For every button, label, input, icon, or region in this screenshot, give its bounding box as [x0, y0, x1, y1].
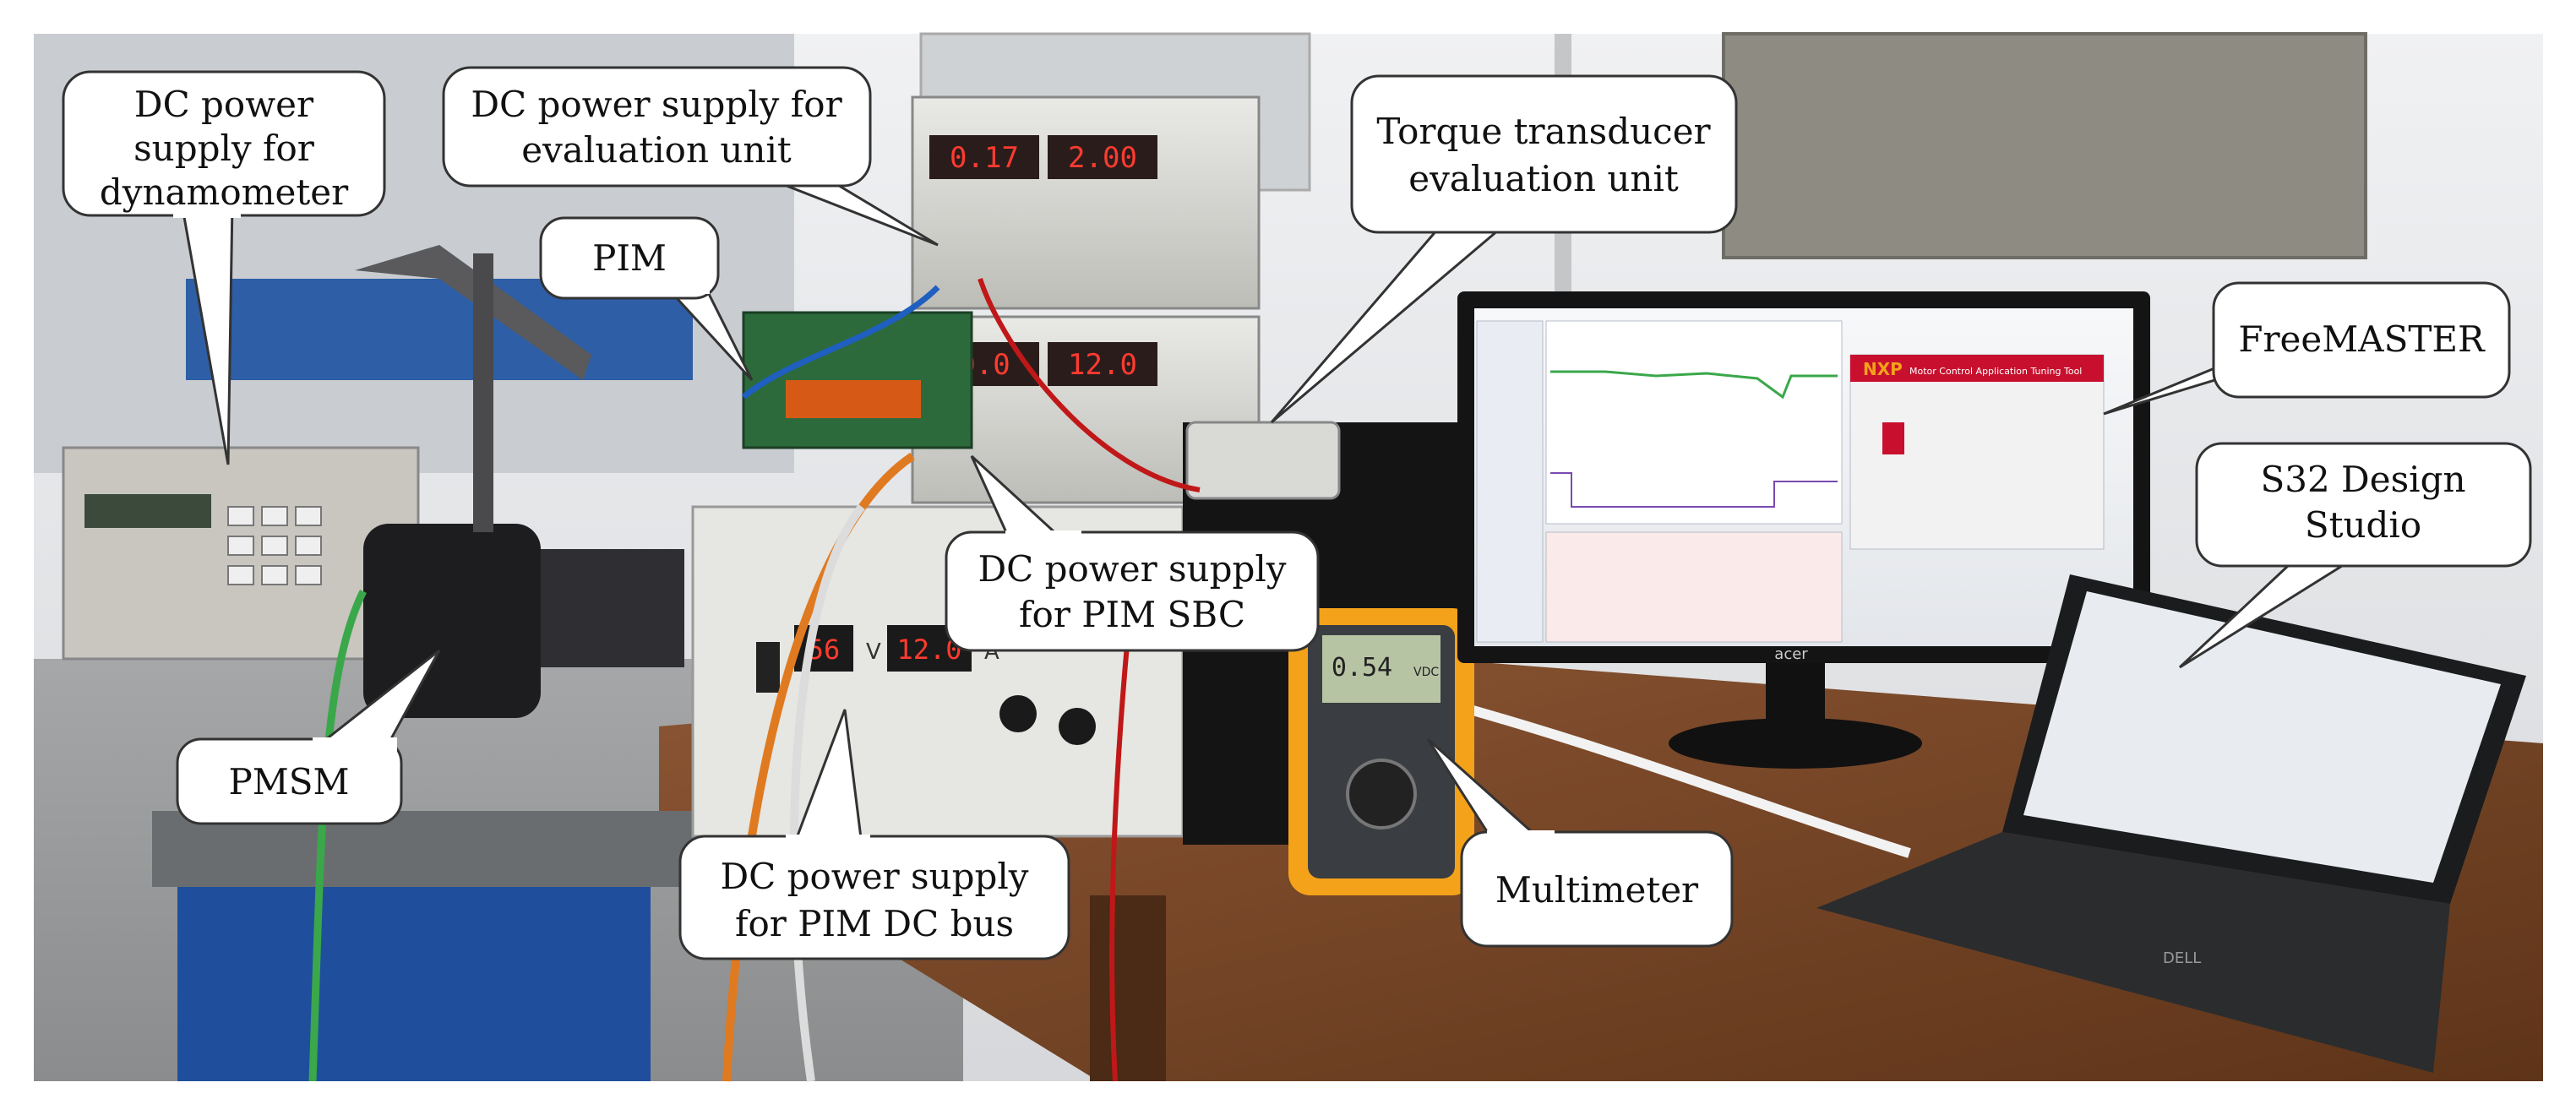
- callout-dc-dynamometer: DC power supply for dynamometer: [62, 70, 386, 465]
- dc-bus-knob-1: [999, 695, 1037, 732]
- laptop-base: [1816, 832, 2450, 1073]
- red-wire-2: [978, 278, 1201, 492]
- callout-torque-line2: evaluation unit: [1408, 158, 1679, 199]
- callout-pmsm-text: PMSM: [228, 761, 349, 802]
- callout-dc-dynamometer-line3: dynamometer: [100, 171, 349, 213]
- psu-top-display: [929, 135, 1039, 179]
- callout-dc-evaluation-line2: evaluation unit: [521, 129, 792, 171]
- callout-s32: S32 Design Studio: [2178, 442, 2532, 669]
- multimeter-screen: [1322, 635, 1440, 703]
- multimeter-reading: 0.54: [1332, 653, 1392, 683]
- callout-s32-line1: S32 Design: [2260, 459, 2465, 500]
- callout-multimeter-text: Multimeter: [1495, 869, 1699, 911]
- freemaster-stop-button: [1882, 422, 1904, 454]
- multimeter-dial: [1346, 759, 1417, 829]
- white-cable-desk: [1468, 704, 1911, 858]
- freemaster-title-bar: [1850, 355, 2104, 382]
- blue-wire: [741, 285, 940, 400]
- callout-dc-bus-line2: for PIM DC bus: [735, 903, 1014, 944]
- callout-dc-bus: DC power supply for PIM DC bus: [678, 709, 1070, 960]
- psu-top-left-readout: 0.17: [950, 141, 1019, 175]
- dc-bus-volts-unit: V: [866, 639, 881, 665]
- pmsm-motor: [363, 524, 541, 718]
- white-wire: [790, 503, 865, 1082]
- torque-eval-unit: [1185, 421, 1341, 500]
- metal-wall-plate: [1722, 32, 2367, 259]
- callout-pim-text: PIM: [592, 237, 667, 279]
- dyno-post: [473, 253, 493, 532]
- pim-connector: [786, 380, 921, 418]
- freemaster-app-title: Motor Control Application Tuning Tool: [1909, 366, 2082, 377]
- monitor-brand: acer: [1774, 645, 1808, 663]
- callout-s32-line2: Studio: [2305, 504, 2421, 546]
- callout-dc-evaluation: DC power supply for evaluation unit: [442, 66, 939, 247]
- freemaster-nxp-logo: NXP: [1863, 359, 1903, 379]
- blue-stand: [177, 870, 651, 1081]
- callout-freemaster: FreeMASTER: [2103, 281, 2511, 416]
- monitor-plot-area: [1545, 320, 1843, 525]
- psu-top-display-2: [1048, 135, 1157, 179]
- monitor-table-area: [1545, 531, 1843, 643]
- callout-multimeter: Multimeter: [1426, 737, 1734, 948]
- red-wire: [1109, 590, 1135, 1082]
- callout-dc-sbc-line1: DC power supply: [978, 548, 1286, 590]
- dyn-psu-display: [84, 494, 211, 528]
- callout-freemaster-text: FreeMASTER: [2238, 318, 2486, 360]
- callout-dc-evaluation-line1: DC power supply for: [471, 84, 842, 125]
- multimeter-unit: VDC: [1413, 666, 1439, 679]
- callout-torque: Torque transducer evaluation unit: [1270, 74, 1738, 424]
- callout-torque-line1: Torque transducer: [1376, 111, 1711, 152]
- desk-leg: [1090, 895, 1166, 1081]
- coupling: [541, 549, 684, 667]
- monitor-plot-trace-green: [1550, 370, 1838, 400]
- callout-pim: PIM: [539, 216, 754, 382]
- monitor-base: [1669, 718, 1922, 769]
- monitor-plot-trace-purple: [1550, 472, 1838, 508]
- psu-mid-display-2: [1048, 342, 1157, 386]
- dc-bus-switch: [756, 642, 780, 693]
- psu-mid-right-readout: 12.0: [1068, 348, 1137, 382]
- psu-top-right-readout: 2.00: [1068, 141, 1137, 175]
- callout-dc-dynamometer-line1: DC power: [134, 84, 314, 125]
- callout-dc-sbc: DC power supply for PIM SBC: [945, 454, 1320, 652]
- dyn-psu-keypad: [227, 506, 322, 585]
- psu-top: [911, 95, 1261, 310]
- callout-pmsm: PMSM: [176, 649, 441, 825]
- laptop-screen: [2023, 591, 2501, 883]
- callout-dc-sbc-line2: for PIM SBC: [1019, 594, 1245, 635]
- callout-dc-dynamometer-line2: supply for: [133, 128, 315, 169]
- callout-dc-bus-line1: DC power supply: [720, 856, 1028, 897]
- monitor-sidebar: [1476, 320, 1544, 643]
- dc-bus-knob-2: [1059, 708, 1096, 745]
- monitor-neck: [1766, 663, 1825, 722]
- laptop-brand: DELL: [2163, 949, 2201, 967]
